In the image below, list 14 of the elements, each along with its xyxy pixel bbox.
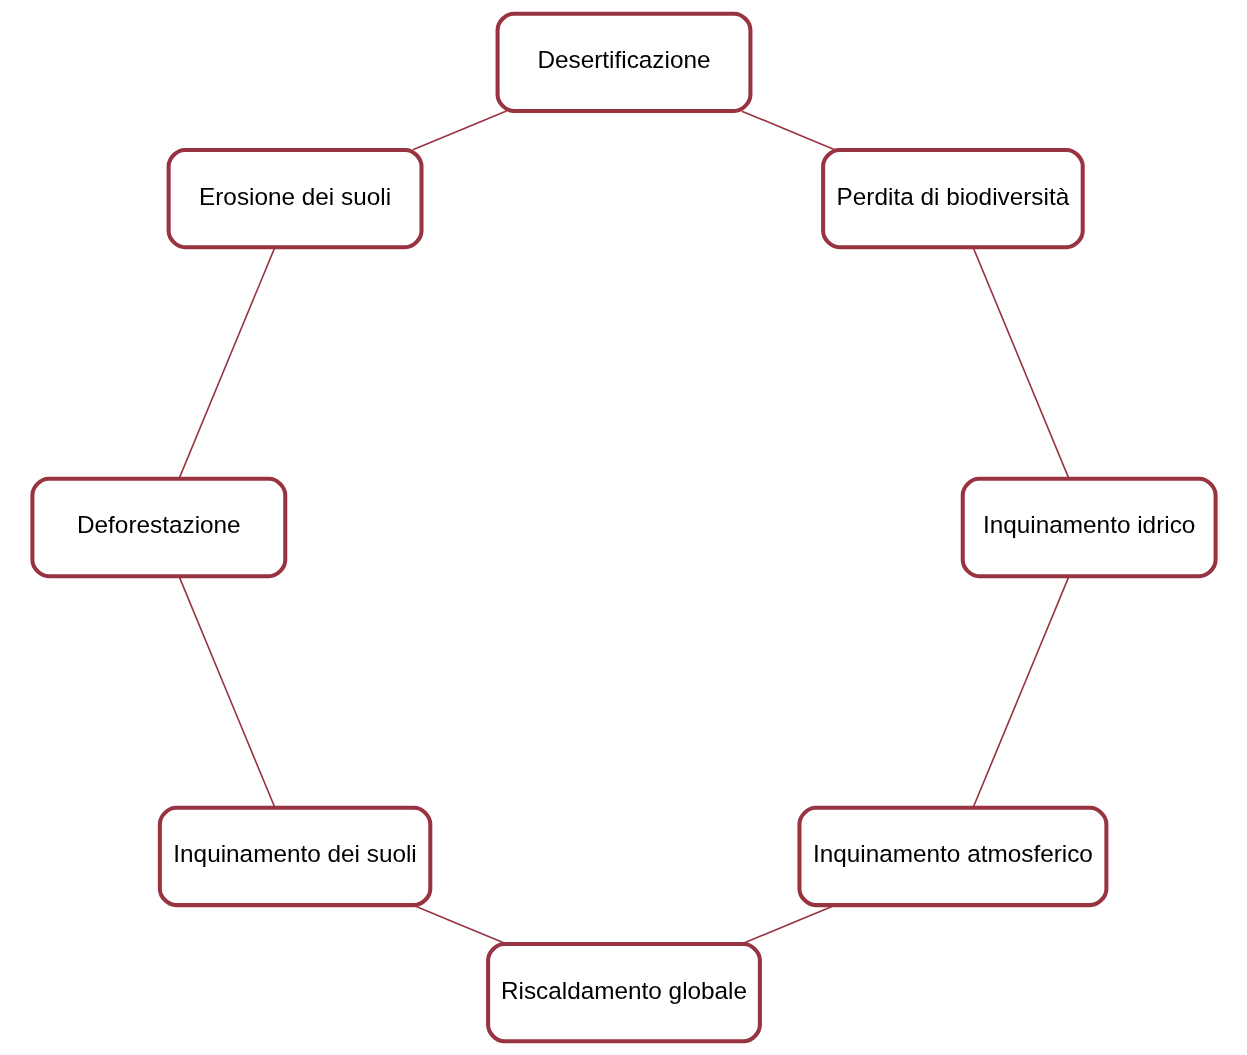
connector: [740, 110, 836, 151]
connector: [971, 575, 1070, 809]
node-box: Riscaldamento globale: [485, 941, 762, 1044]
connector: [177, 575, 276, 809]
node-box: Desertificazione: [495, 11, 752, 114]
node-box: Erosione dei suoli: [166, 147, 423, 250]
node-box: Deforestazione: [29, 476, 287, 579]
node-box: Perdita di biodiversità: [820, 147, 1085, 250]
connector: [971, 246, 1070, 480]
node-box: Inquinamento idrico: [960, 476, 1218, 579]
connector: [177, 246, 276, 480]
node-box: Inquinamento dei suoli: [157, 805, 432, 908]
node-box: Inquinamento atmosferico: [796, 805, 1108, 908]
connector: [411, 110, 507, 151]
